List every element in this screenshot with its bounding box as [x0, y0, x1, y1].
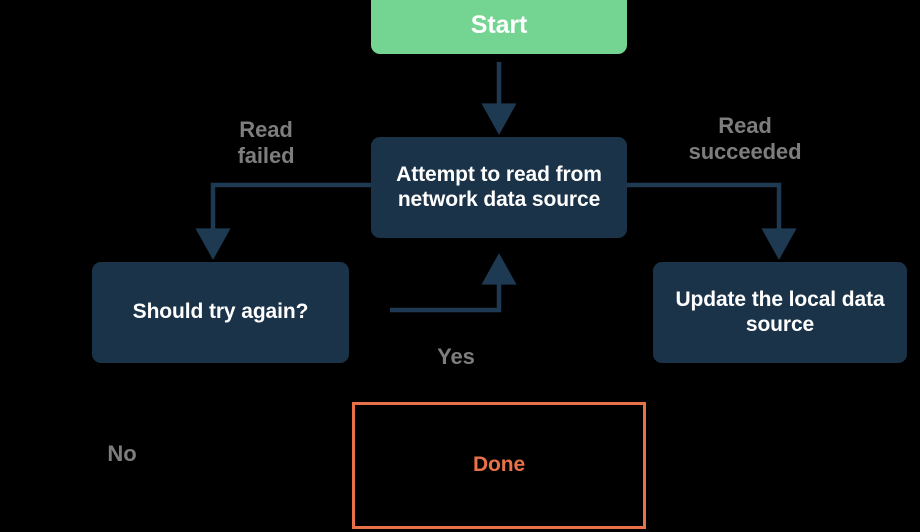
node-done-label: Done — [472, 453, 526, 477]
edge-label-yes: Yes — [437, 344, 475, 369]
node-done[interactable]: Done — [352, 402, 646, 529]
node-update-line-1: Update the local data — [675, 287, 885, 311]
node-start-label: Start — [470, 11, 528, 40]
node-update-line-2: source — [745, 312, 815, 336]
node-start[interactable]: Start — [371, 0, 627, 54]
node-update-local-data-source-label: Update the local data source — [675, 288, 884, 338]
node-should-try-again[interactable]: Should try again? — [92, 262, 349, 363]
node-attempt-read-line-1: Attempt to read from — [396, 162, 602, 186]
node-should-try-again-label: Should try again? — [132, 300, 309, 324]
node-attempt-read[interactable]: Attempt to read from network data source — [371, 137, 627, 238]
node-attempt-read-label: Attempt to read from network data source — [396, 163, 602, 213]
edge-attempt-to-retry — [195, 182, 371, 260]
node-attempt-read-line-2: network data source — [397, 187, 601, 211]
edge-attempt-to-update — [627, 182, 797, 260]
edge-label-read-succeeded: Read succeeded — [688, 113, 802, 165]
node-update-local-data-source[interactable]: Update the local data source — [653, 262, 907, 363]
edge-label-read-failed: Read failed — [237, 117, 295, 169]
edge-retry-to-attempt — [390, 253, 517, 313]
edge-label-no: No — [107, 441, 137, 466]
